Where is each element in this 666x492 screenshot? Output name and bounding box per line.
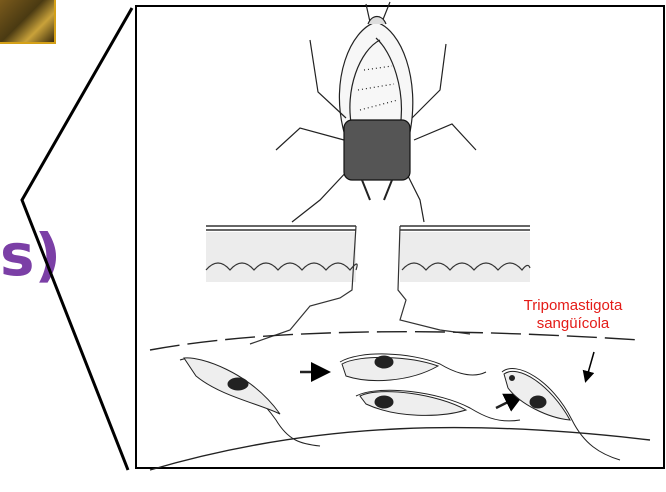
annotation-line-2: sangüícola: [498, 315, 648, 333]
callout-lines: [22, 8, 132, 470]
annotation-line-1: Tripomastigota: [498, 297, 648, 315]
annotation-label: Tripomastigota sangüícola: [498, 297, 648, 333]
